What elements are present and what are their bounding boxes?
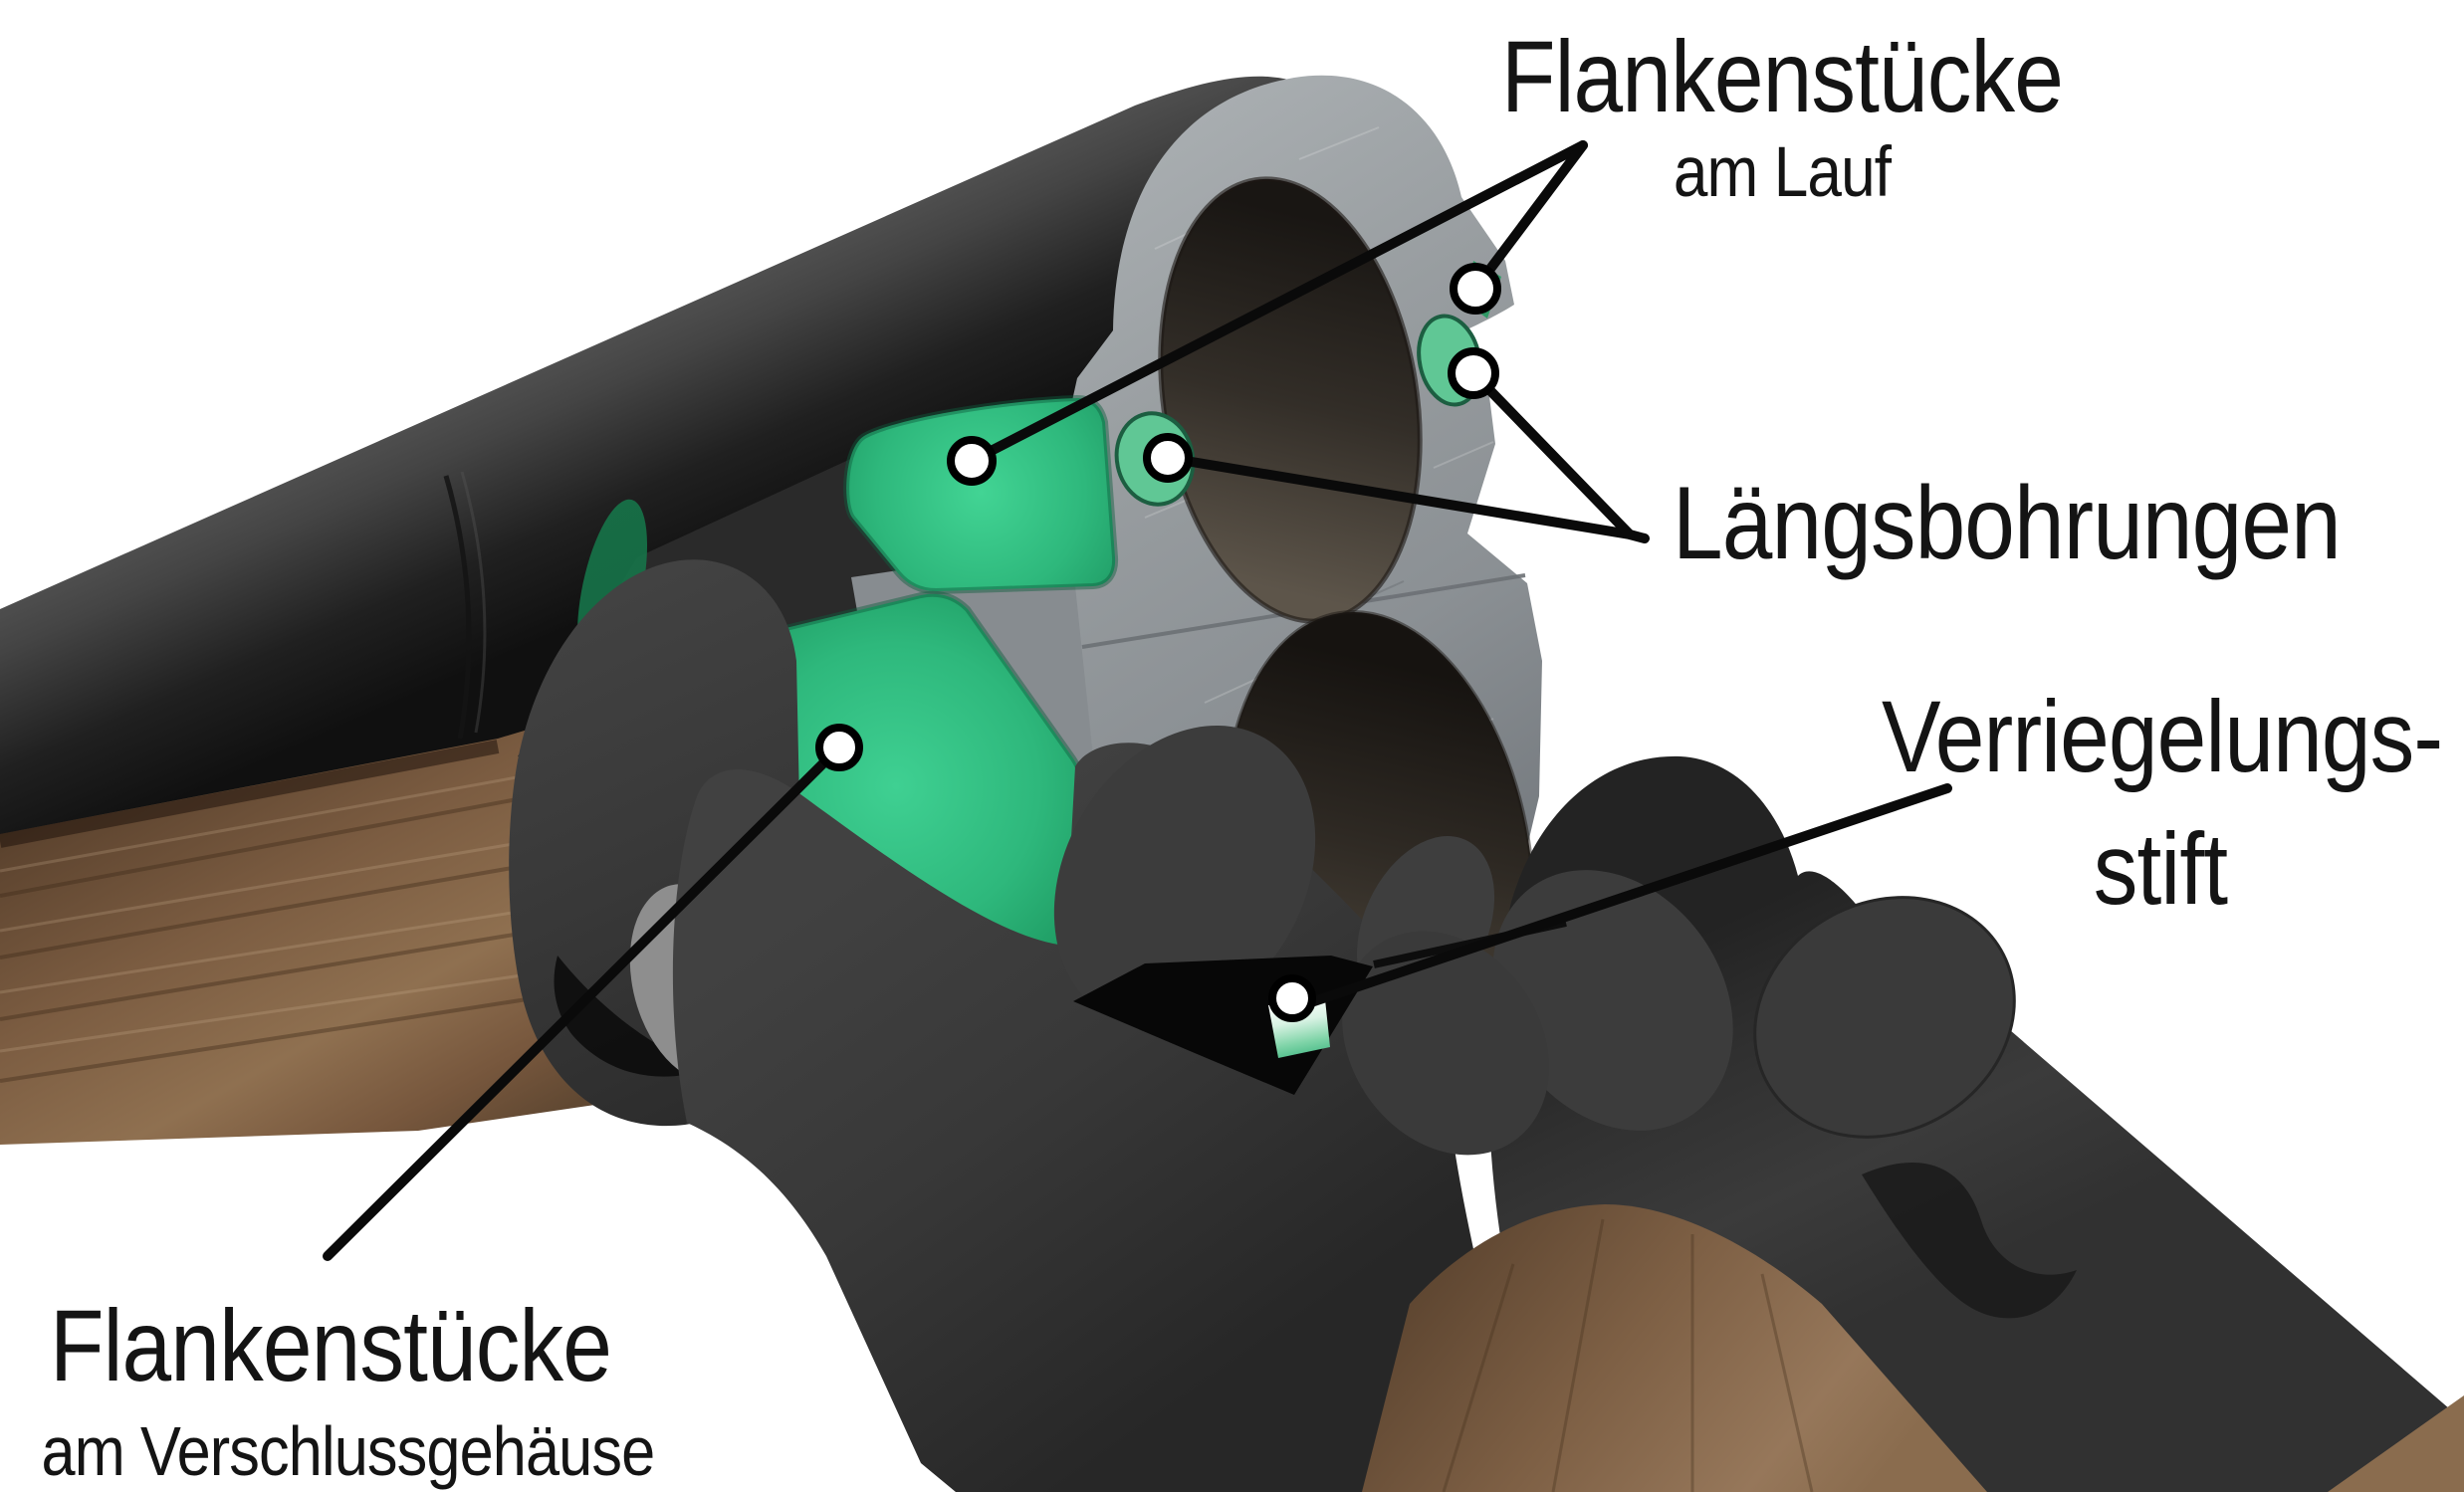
callout-dot-flank-barrel-right: [1450, 263, 1501, 315]
callout-dot-flank-receiver: [815, 724, 863, 771]
label-longitudinal-bores: Längsbohrungen: [1673, 466, 2342, 581]
label-longitudinal-bores-title: Längsbohrungen: [1673, 466, 2342, 581]
top-lever-seam: [1862, 1162, 2077, 1319]
leader-flank-barrel-right: [1470, 140, 1588, 294]
callout-dot-locking-pin: [1268, 974, 1316, 1022]
receiver-hump: [1753, 896, 2016, 1139]
label-locking-pin-line1: Verriegelungs-: [1882, 680, 2443, 793]
stock-wood-corner: [2328, 1395, 2464, 1492]
flank-piece-upper: [843, 395, 1119, 594]
label-locking-pin-line2: stift: [2093, 811, 2228, 926]
receiver-front-hump: [1053, 726, 1316, 1026]
label-flank-pieces-receiver: Flankenstücke am Verschlussgehäuse: [41, 1289, 656, 1491]
standing-breech-hump: [1492, 870, 1733, 1131]
barrel: [0, 76, 1389, 839]
label-flank-pieces-barrel: Flankenstücke am Lauf: [1390, 20, 2174, 213]
callout-dot-bore-right: [1448, 347, 1499, 399]
leader-lines: [323, 140, 1952, 1261]
barrel-joint-seam: [443, 475, 472, 740]
label-flank-barrel-title: Flankenstücke: [1500, 20, 2064, 133]
label-flank-receiver-title: Flankenstücke: [49, 1289, 612, 1402]
callout-dot-flank-barrel-left: [947, 436, 997, 486]
callout-dot-bore-left: [1143, 433, 1193, 483]
callout-dots: [815, 263, 1501, 1022]
receiver-body: [672, 743, 1533, 1492]
leader-locking-pin: [1309, 783, 1952, 1006]
leader-bore-right: [1468, 368, 1635, 539]
stock-wood: [1362, 1204, 2464, 1492]
leader-flank-barrel-left: [967, 140, 1588, 466]
label-locking-pin: Verriegelungs- stift: [1882, 671, 2443, 935]
knuckle-shadow: [554, 956, 707, 1077]
label-flank-receiver-subtitle: am Verschlussgehäuse: [41, 1412, 656, 1491]
leader-flank-receiver: [323, 743, 844, 1261]
label-flank-barrel-subtitle: am Lauf: [1673, 133, 1892, 213]
